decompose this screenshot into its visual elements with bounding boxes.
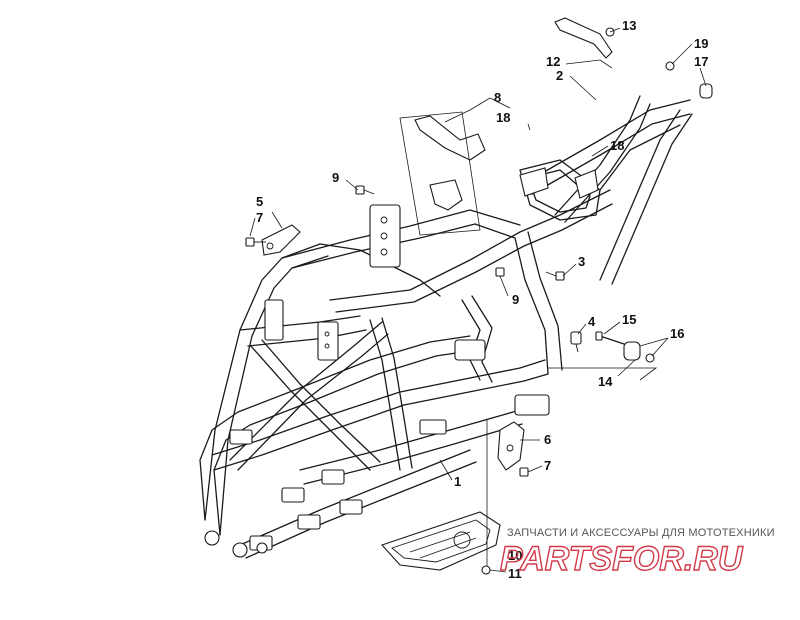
callout-16: 16 [670, 326, 684, 341]
callout-10: 10 [508, 548, 522, 563]
bolt-7b [519, 467, 529, 477]
callout-5: 5 [256, 194, 263, 209]
callout-13: 13 [622, 18, 636, 33]
skid-plate-10 [381, 511, 501, 571]
callout-11: 11 [508, 566, 522, 581]
callout-12: 12 [546, 54, 560, 69]
callout-18-upper: 18 [496, 110, 510, 125]
callout-19: 19 [694, 36, 708, 51]
callout-14: 14 [598, 374, 613, 389]
callout-3: 3 [578, 254, 585, 269]
callout-labels: 13 12 19 17 2 8 18 18 9 5 7 3 9 4 15 16 … [256, 18, 708, 581]
bushing-17 [699, 83, 713, 99]
bolt-9b [495, 267, 505, 277]
rack-bracket-13 [554, 17, 615, 59]
bushing-16 [623, 341, 655, 363]
watermark: ЗАПЧАСТИ И АКСЕССУАРЫ ДЛЯ МОТОТЕХНИКИ PA… [499, 527, 775, 579]
callout-7-lower: 7 [544, 458, 551, 473]
callout-8: 8 [494, 90, 501, 105]
bracket-5 [261, 224, 301, 256]
callout-15: 15 [622, 312, 636, 327]
callout-4: 4 [588, 314, 596, 329]
callout-18-lower: 18 [610, 138, 624, 153]
callout-17: 17 [694, 54, 708, 69]
callout-2: 2 [556, 68, 563, 83]
watermark-tagline: ЗАПЧАСТИ И АКСЕССУАРЫ ДЛЯ МОТОТЕХНИКИ [507, 527, 775, 539]
watermark-logo: PARTSFOR.RU [500, 540, 744, 578]
callout-9-upper: 9 [332, 170, 339, 185]
bolt-4 [570, 331, 582, 353]
callout-6: 6 [544, 432, 551, 447]
screw-11 [481, 565, 491, 575]
bracket-6 [497, 421, 525, 471]
leader-lines [249, 27, 707, 573]
main-frame [199, 95, 693, 559]
callout-9-lower: 9 [512, 292, 519, 307]
bolt-3 [545, 271, 565, 281]
callout-7-upper: 7 [256, 210, 263, 225]
bolt-7a [245, 237, 266, 247]
bolt-9a [355, 185, 375, 195]
callout-1: 1 [454, 474, 461, 489]
bolt-15 [595, 331, 625, 345]
